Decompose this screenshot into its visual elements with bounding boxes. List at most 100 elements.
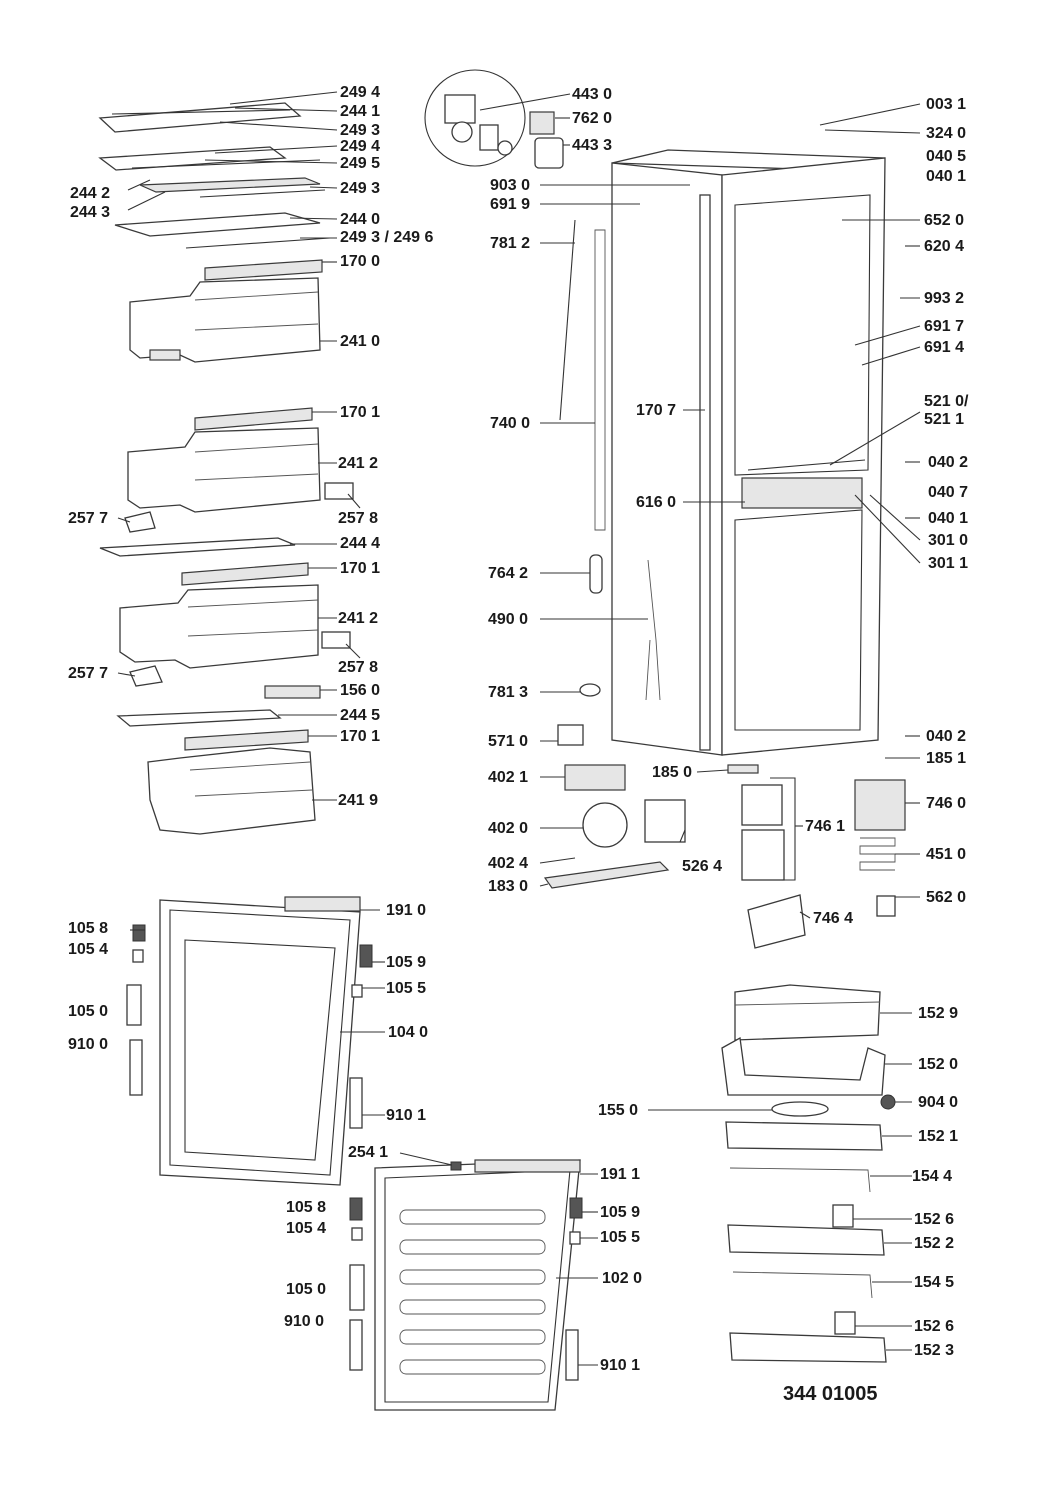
part-label: 241 2: [338, 455, 379, 472]
part-label: 040 5: [926, 148, 967, 165]
part-label: 105 8: [286, 1199, 327, 1216]
part-label: 241 2: [338, 610, 379, 627]
lower-components: [543, 554, 906, 949]
part-label: 185 0: [652, 764, 693, 781]
part-label: 152 9: [918, 1005, 959, 1022]
part-label: 040 7: [928, 484, 969, 501]
part-label: 691 9: [490, 196, 531, 213]
part-label: 249 4: [340, 84, 381, 101]
part-label: 152 3: [914, 1342, 955, 1359]
part-label: 490 0: [488, 611, 529, 628]
leader-lines: [117, 91, 921, 1366]
part-label: 105 8: [68, 920, 109, 937]
part-label: 781 2: [490, 235, 531, 252]
part-label: 764 2: [488, 565, 529, 582]
part-label: 152 1: [918, 1128, 959, 1145]
part-label: 762 0: [572, 110, 613, 127]
part-label: 254 1: [348, 1144, 389, 1161]
part-label: 249 4: [340, 138, 381, 155]
freezer-drawer-middle: [119, 562, 351, 699]
part-label: 903 0: [490, 177, 531, 194]
part-label: 154 4: [912, 1168, 953, 1185]
part-label: 244 4: [340, 535, 381, 552]
part-label: 910 0: [284, 1313, 325, 1330]
part-label: 244 0: [340, 211, 381, 228]
part-label: 170 1: [340, 560, 381, 577]
part-label: 040 2: [926, 728, 967, 745]
part-label: 105 5: [600, 1229, 641, 1246]
part-label: 249 3 / 249 6: [340, 229, 434, 246]
part-label: 257 8: [338, 659, 379, 676]
crisper-drawer-middle: [124, 407, 354, 533]
diagram-reference-number: 344 01005: [783, 1383, 878, 1405]
part-label: 105 0: [68, 1003, 109, 1020]
part-label: 910 0: [68, 1036, 109, 1053]
part-label: 155 0: [598, 1102, 639, 1119]
part-label: 521 0/: [924, 393, 969, 410]
freezer-drawer-bottom: [116, 709, 316, 835]
freezer-door: [349, 1159, 583, 1411]
part-label: 526 4: [682, 858, 723, 875]
part-label: 244 3: [70, 204, 111, 221]
part-label: 402 0: [488, 820, 529, 837]
part-label: 040 2: [928, 454, 969, 471]
part-label: 571 0: [488, 733, 529, 750]
part-label: 691 7: [924, 318, 965, 335]
part-label: 040 1: [926, 168, 967, 185]
part-label: 152 6: [914, 1211, 955, 1228]
part-label: 324 0: [926, 125, 967, 142]
part-label: 244 2: [70, 185, 111, 202]
part-label: 241 0: [340, 333, 381, 350]
part-label: 249 5: [340, 155, 381, 172]
part-label: 170 1: [340, 404, 381, 421]
part-label: 191 1: [600, 1166, 641, 1183]
part-label: 152 0: [918, 1056, 959, 1073]
glass-shelf-lower: [99, 537, 296, 557]
part-label: 301 0: [928, 532, 969, 549]
part-label: 301 1: [928, 555, 969, 572]
part-label: 443 0: [572, 86, 613, 103]
part-label: 154 5: [914, 1274, 955, 1291]
part-label: 562 0: [926, 889, 967, 906]
part-label: 451 0: [926, 846, 967, 863]
fan-assembly: [424, 69, 564, 169]
part-label: 616 0: [636, 494, 677, 511]
part-label: 443 3: [572, 137, 613, 154]
part-label: 244 5: [340, 707, 381, 724]
part-label: 105 0: [286, 1281, 327, 1298]
part-label: 152 6: [914, 1318, 955, 1335]
part-label: 746 4: [813, 910, 854, 927]
part-label: 746 0: [926, 795, 967, 812]
part-label: 105 4: [68, 941, 109, 958]
crisper-drawer-top: [129, 259, 323, 363]
part-label: 040 1: [928, 510, 969, 527]
part-label: 257 7: [68, 665, 109, 682]
part-label: 152 2: [914, 1235, 955, 1252]
part-label: 105 5: [386, 980, 427, 997]
part-label: 910 1: [386, 1107, 427, 1124]
part-label: 244 1: [340, 103, 381, 120]
part-label: 521 1: [924, 411, 965, 428]
fridge-door: [126, 896, 373, 1186]
part-label: 746 1: [805, 818, 846, 835]
part-label: 652 0: [924, 212, 965, 229]
part-label: 257 8: [338, 510, 379, 527]
part-label: 257 7: [68, 510, 109, 527]
part-label: 781 3: [488, 684, 529, 701]
part-label: 170 7: [636, 402, 677, 419]
part-label: 241 9: [338, 792, 379, 809]
part-label: 105 9: [386, 954, 427, 971]
part-label: 102 0: [602, 1270, 643, 1287]
part-label: 003 1: [926, 96, 967, 113]
part-label: 185 1: [926, 750, 967, 767]
part-label: 740 0: [490, 415, 531, 432]
door-shelves: [721, 984, 896, 1363]
glass-shelves-top: [98, 102, 331, 249]
part-label: 904 0: [918, 1094, 959, 1111]
part-label: 249 3: [340, 122, 381, 139]
part-label: 402 4: [488, 855, 529, 872]
part-label: 691 4: [924, 339, 965, 356]
part-label: 170 1: [340, 728, 381, 745]
